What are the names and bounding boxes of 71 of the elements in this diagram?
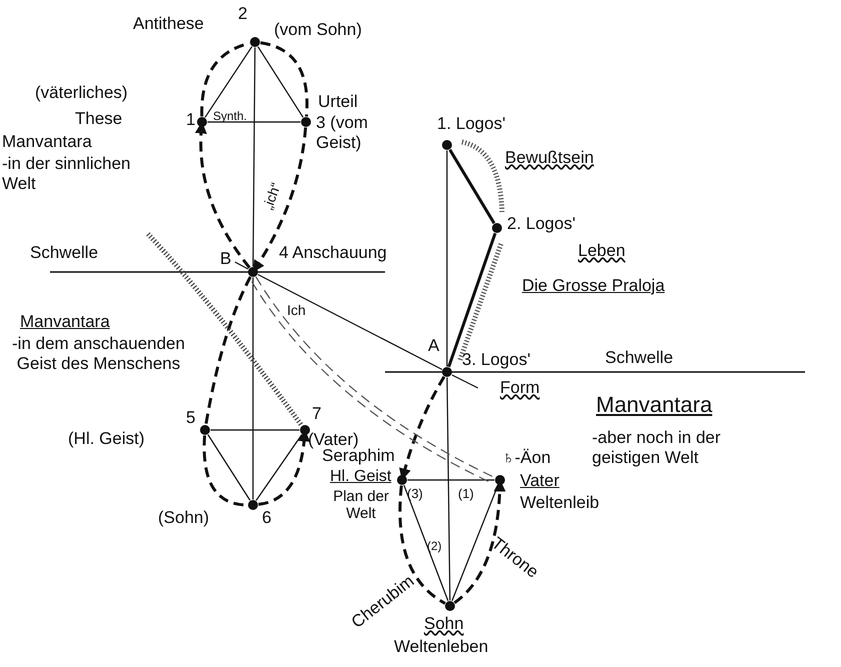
connector-line [252,48,256,266]
point-dot [492,223,502,233]
arrow [252,127,308,272]
point-label: Antithese [133,14,204,34]
point-label: 3. Logos' [462,350,530,370]
point-dot [442,140,452,150]
connector-line [258,274,442,370]
point-label: Sohn [424,614,464,634]
point-label: These [75,109,122,129]
annotation-text: Die Grosse Praloja [522,276,665,296]
point-label: Weltenleib [520,493,600,513]
point-label: (vom Sohn) [274,20,362,40]
connector-line [204,276,252,425]
point-label: (väterliches) [35,83,128,103]
connector-line [208,121,300,123]
point-label: (Hl. Geist) [68,429,144,449]
point-label: Leben [578,241,626,261]
annotation-text: -aber noch in der geistigen Welt [592,428,722,468]
point-label: Weltenleben [394,637,488,657]
point-label: Form [500,378,540,398]
annotation-text: (1) [458,487,474,502]
annotation-text: Ich [287,302,306,318]
point-label: 2. Logos' [507,214,576,234]
annotation-text: Synth. [213,110,248,124]
connector-line [446,378,451,600]
point-label: ♄-Äon [502,448,551,468]
annotation-text: „ich“ [259,180,284,212]
point-dot [495,475,505,485]
point-dot [248,500,258,510]
point-label: 1. Logos' [437,114,506,134]
annotation-text: Manvantara [596,392,712,418]
connector-line [256,434,302,501]
point-label: 7 [312,404,322,424]
point-label: Plan der Welt [332,488,390,522]
connector-line [408,479,494,481]
connector-line [446,150,448,366]
point-dot [445,601,455,611]
point-label: (Vater) [308,430,359,449]
point-label: (Sohn) [158,508,210,528]
annotation-text: Schwelle [605,348,674,368]
connector-line [146,232,304,428]
annotation-text: Manvantara [20,312,110,332]
annotation-text: -in dem anschauenden Geist des Menschens [11,334,186,374]
annotation-text: Manvantara [2,132,92,152]
point-label: 2 [238,4,248,24]
point-dot [248,267,258,277]
connector-line [207,434,251,501]
point-label: A [428,336,440,356]
connector-line [447,232,497,368]
point-label: 1 [186,110,196,130]
point-label: Urteil [318,92,358,112]
point-dot [442,367,452,377]
point-dot [301,117,311,127]
point-label: 4 Anschauung [279,243,387,263]
point-dot [250,37,260,47]
point-label: 3 (vom Geist) [316,113,369,152]
connector-line [252,278,254,500]
point-label: Hl. Geist [330,468,392,486]
point-label: Bewußtsein [505,148,594,168]
point-label: B [220,249,232,269]
connector-line [210,429,300,431]
annotation-text: -in der sinnlichen Welt [2,154,132,194]
connector-line [448,148,496,224]
annotation-text: Schwelle [30,243,98,263]
point-dot [397,475,407,485]
point-dot [197,117,207,127]
point-label: Vater [520,471,560,491]
point-dot [300,425,310,435]
point-label: 6 [262,508,272,528]
point-label: 5 [186,408,196,428]
point-dot [200,425,210,435]
